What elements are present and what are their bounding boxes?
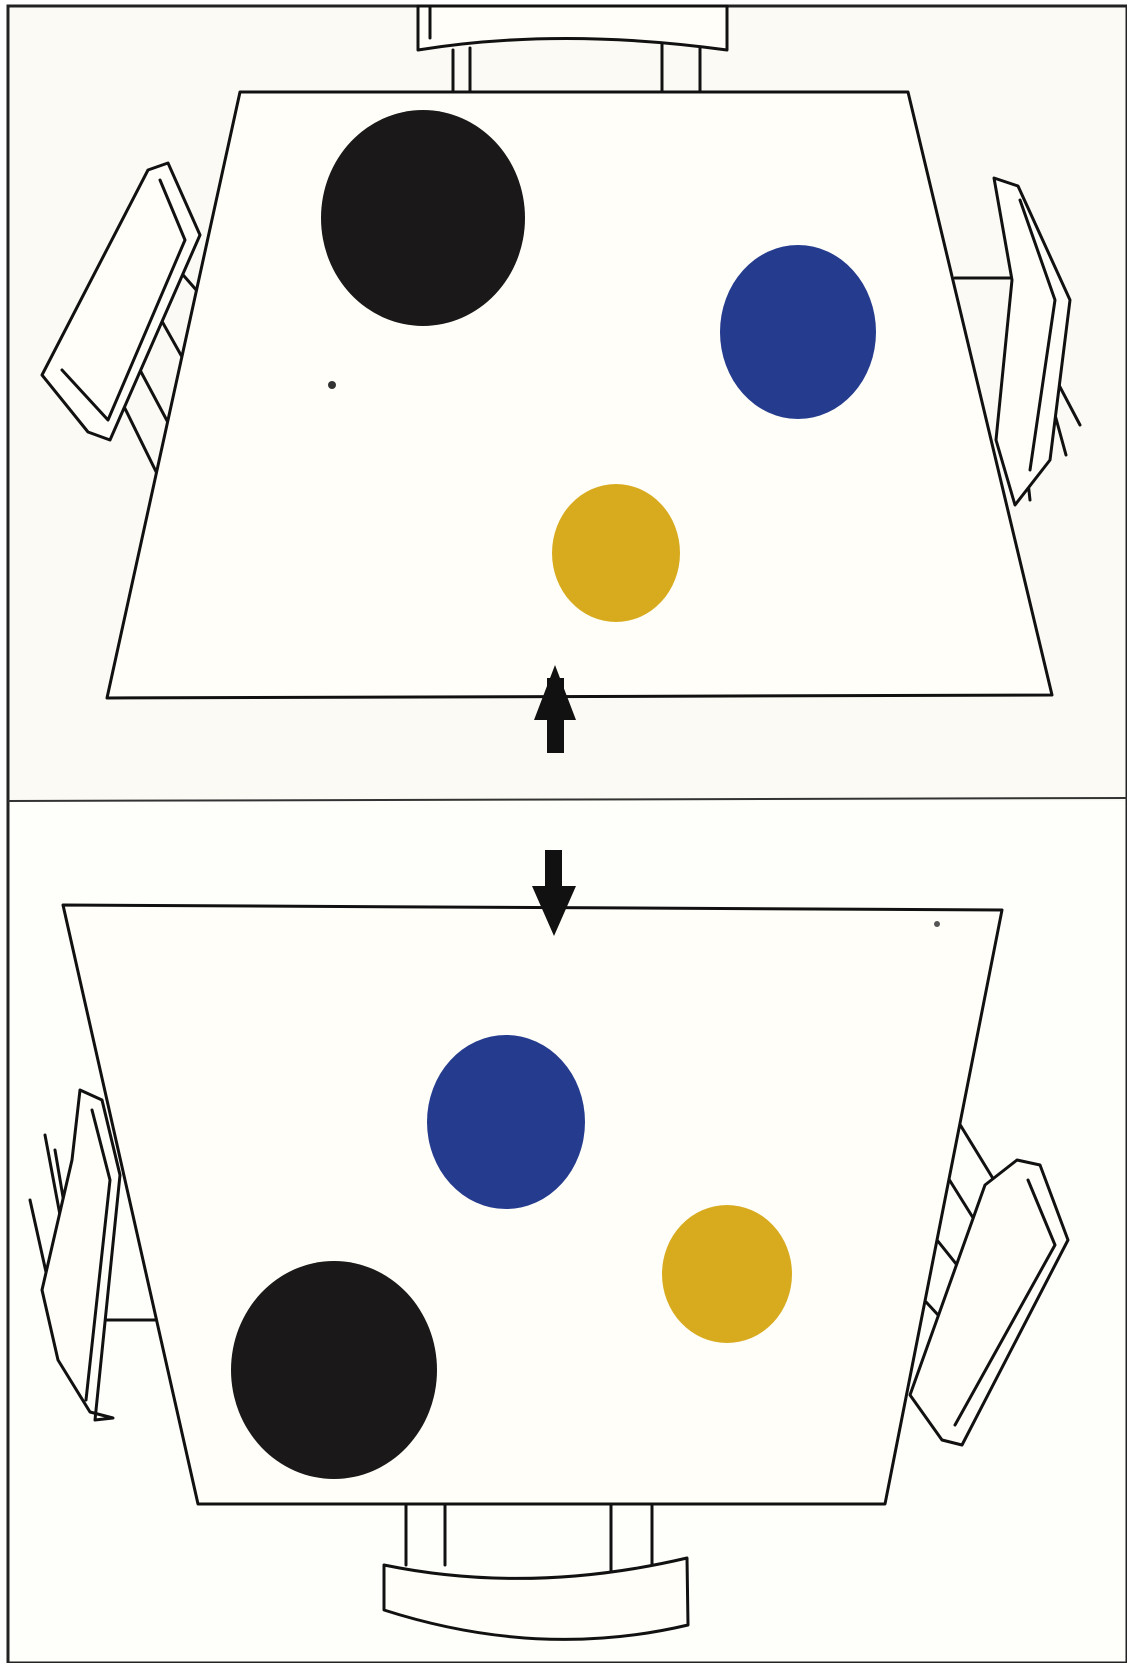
black-disc [321,110,525,326]
yellow-disc [662,1205,792,1343]
blue-disc [427,1035,585,1209]
blue-disc [720,245,876,419]
speck [328,381,336,389]
speck [934,921,940,927]
black-disc [231,1261,437,1479]
table-top [63,905,1002,1504]
yellow-disc [552,484,680,622]
